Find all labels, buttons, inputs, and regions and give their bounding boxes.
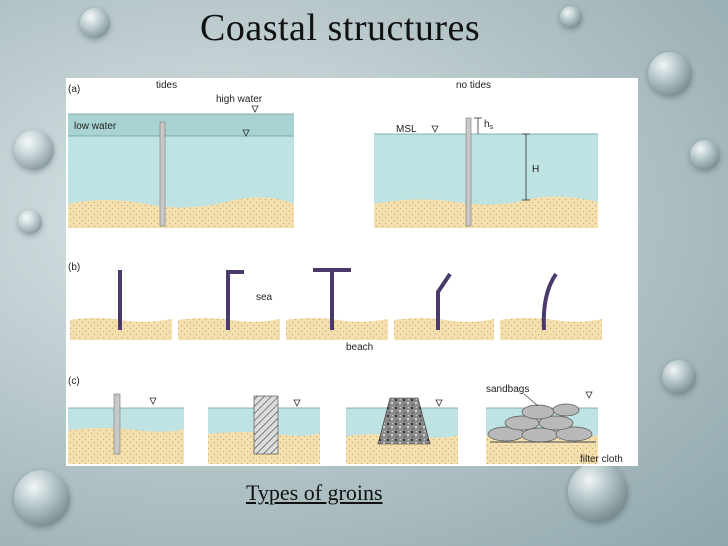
sandbag-groin-section <box>486 391 598 464</box>
rubble-mound <box>377 397 431 445</box>
beach-strip <box>286 318 388 340</box>
water-drop-decoration <box>648 52 692 96</box>
high-water-band <box>68 114 294 136</box>
rubble-mound-section <box>346 397 458 464</box>
sandbags-label: sandbags <box>486 384 529 395</box>
water-drop-decoration <box>80 8 110 38</box>
water-drop-decoration <box>568 462 628 522</box>
beach-strip <box>394 318 494 340</box>
tides-label: tides <box>156 80 177 91</box>
water-drop-decoration <box>18 210 42 234</box>
kinked-groin <box>436 272 452 330</box>
wall-groin-section <box>208 395 320 464</box>
pile <box>113 393 121 455</box>
depth-h-label: H <box>532 164 539 175</box>
low-water-label: low water <box>74 121 117 132</box>
hatched-wall <box>253 395 279 455</box>
water-level-symbol <box>435 399 443 407</box>
pile-groin-section <box>68 393 184 464</box>
curved-groin <box>541 272 558 331</box>
groin-pile <box>159 121 166 227</box>
water-level-symbol <box>431 125 439 133</box>
groin-diagram-svg: (a) tides no tides low water high water … <box>68 80 623 465</box>
no-tides-scene: MSL hs H <box>374 117 598 228</box>
water-level-symbol <box>149 397 157 405</box>
groin-pile <box>465 117 472 227</box>
l-shaped-groin <box>226 270 244 330</box>
water-level-symbol <box>251 105 259 113</box>
seabed <box>374 196 598 228</box>
filter-cloth-label: filter cloth <box>580 454 623 465</box>
groin-types-figure: (a) tides no tides low water high water … <box>66 78 638 466</box>
water-drop-decoration <box>560 6 582 28</box>
hs-label: hs <box>484 119 494 131</box>
high-water-label: high water <box>216 94 263 105</box>
water-drop-decoration <box>14 470 70 526</box>
water-level-symbol <box>293 399 301 407</box>
water-level-symbol <box>242 129 250 137</box>
slide-title: Coastal structures <box>200 7 481 49</box>
t-shaped-groin <box>313 268 351 330</box>
beach-label: beach <box>346 342 373 353</box>
panel-a-label: (a) <box>68 84 80 95</box>
groin-shapes <box>70 268 602 340</box>
figure-caption: Types of groins <box>246 480 383 505</box>
water-drop-decoration <box>662 360 696 394</box>
water-drop-decoration <box>14 130 54 170</box>
msl-label: MSL <box>396 124 417 135</box>
water-drop-decoration <box>690 140 720 170</box>
tides-scene: low water high water <box>68 94 294 228</box>
panel-b-label: (b) <box>68 262 80 273</box>
sea-label: sea <box>256 292 273 303</box>
no-tides-label: no tides <box>456 80 491 91</box>
panel-c-label: (c) <box>68 376 80 387</box>
seabed <box>68 197 294 228</box>
water-level-symbol <box>585 391 593 399</box>
beach-strip <box>500 318 602 340</box>
sandbags <box>487 403 593 443</box>
